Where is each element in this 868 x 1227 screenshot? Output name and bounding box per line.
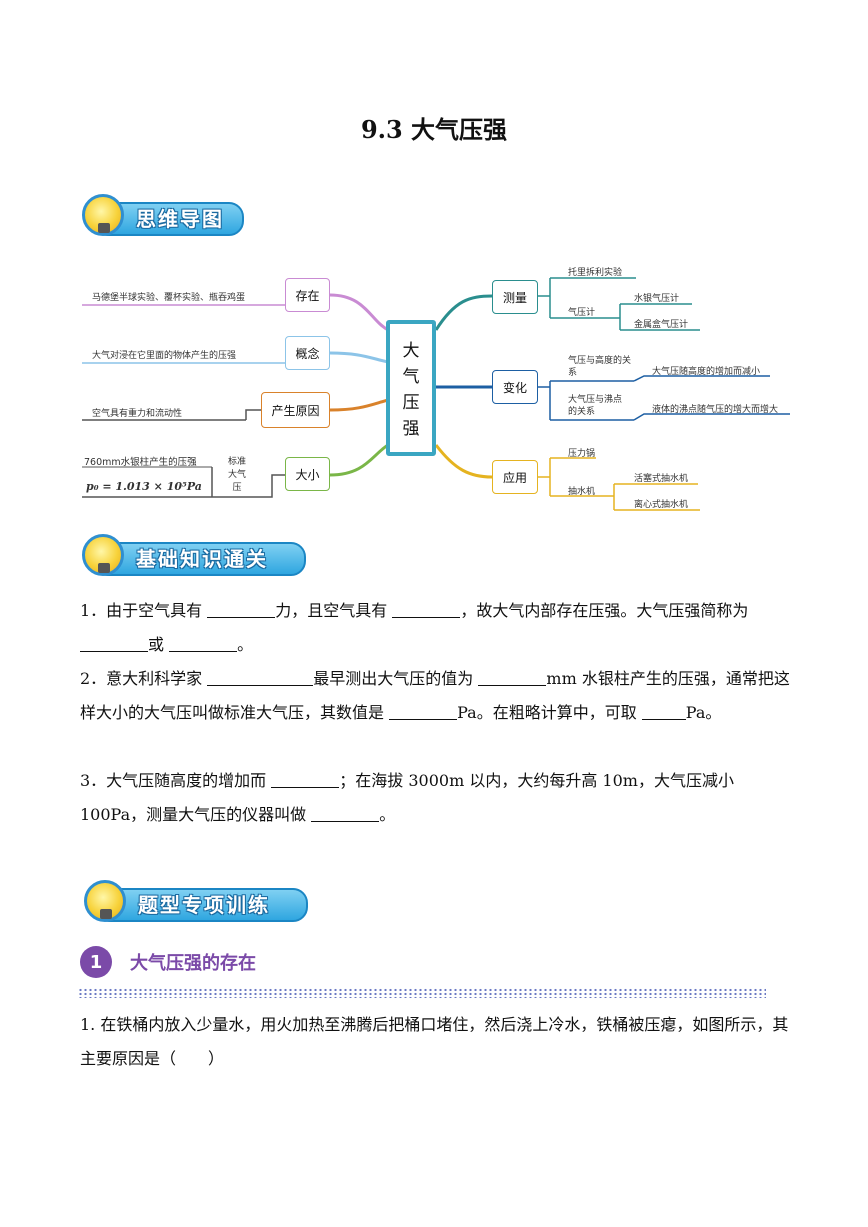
node-measurement: 测量: [492, 280, 538, 314]
lightbulb-icon: [84, 880, 126, 922]
node-measurement-child-1: 托里拆利实验: [568, 268, 623, 278]
lightbulb-icon: [82, 194, 124, 236]
node-magnitude-side-label: 标准 大气 压: [228, 457, 247, 493]
node-cause: 产生原因: [261, 392, 330, 428]
node-application-child-2: 抽水机: [568, 487, 596, 497]
node-application: 应用: [492, 460, 538, 494]
node-cause-detail: 空气具有重力和流动性: [92, 409, 183, 419]
question-1: 1．由于空气具有 力，且空气具有 ，故大气内部存在压强。大气压强简称为 或 。: [80, 594, 790, 662]
answer-blank[interactable]: [271, 767, 340, 788]
section-badge-training: 题型专项训练: [84, 880, 308, 926]
node-magnitude-formula: p₀ = 1.013 × 10⁵Pa: [86, 480, 202, 493]
answer-blank[interactable]: [641, 699, 686, 720]
node-magnitude: 大小: [285, 457, 330, 491]
question-2: 2．意大利科学家 最早测出大气压的值为 mm 水银柱产生的压强，通常把这样大小的…: [80, 662, 790, 730]
node-change-leaf-2: 液体的沸点随气压的增大而增大: [652, 405, 779, 415]
section-title: 基础知识通关: [136, 547, 268, 571]
page-title: 9.3 大气压强: [360, 115, 508, 144]
node-change-child-1: 气压与高度的关系: [568, 356, 632, 378]
dotted-divider: [78, 988, 766, 998]
node-change-child-2: 大气压与沸点的关系: [568, 395, 623, 417]
section-badge-mindmap: 思维导图: [82, 194, 244, 240]
node-existence-detail: 马德堡半球实验、覆杯实验、瓶吞鸡蛋: [92, 293, 246, 303]
answer-blank[interactable]: [80, 631, 148, 652]
node-application-child-1: 压力锅: [568, 449, 596, 459]
mind-map-connectors: [82, 277, 790, 511]
node-application-leaf-2: 离心式抽水机: [634, 500, 689, 510]
lightbulb-icon: [82, 534, 124, 576]
node-measurement-child-2: 气压计: [568, 308, 596, 318]
node-measurement-leaf-1: 水银气压计: [634, 294, 680, 304]
problem-1: 1. 在铁桶内放入少量水，用火加热至沸腾后把桶口堵住，然后浇上冷水，铁桶被压瘪，…: [80, 1015, 789, 1068]
node-change: 变化: [492, 370, 538, 404]
answer-blank[interactable]: [478, 665, 547, 686]
answer-blank[interactable]: [389, 699, 458, 720]
subsection-number: 1: [80, 946, 112, 978]
answer-blank[interactable]: [207, 665, 314, 686]
answer-blank[interactable]: [207, 597, 276, 618]
question-3: 3．大气压随高度的增加而 ；在海拔 3000m 以内，大约每升高 10m，大气压…: [80, 764, 790, 832]
subsection-title: 大气压强的存在: [130, 953, 256, 974]
section-badge-basics: 基础知识通关: [82, 534, 306, 580]
node-concept-detail: 大气对浸在它里面的物体产生的压强: [92, 351, 237, 361]
node-measurement-leaf-2: 金属盒气压计: [634, 320, 689, 330]
node-magnitude-detail: 760mm水银柱产生的压强: [84, 457, 197, 468]
node-change-leaf-1: 大气压随高度的增加而减小: [652, 367, 761, 377]
node-application-leaf-1: 活塞式抽水机: [634, 474, 689, 484]
answer-blank[interactable]: [311, 801, 380, 822]
node-concept: 概念: [285, 336, 330, 370]
answer-blank[interactable]: [169, 631, 238, 652]
section-title: 题型专项训练: [138, 893, 270, 917]
node-existence: 存在: [285, 278, 330, 312]
mind-map-center: 大 气 压 强: [386, 320, 436, 456]
section-title: 思维导图: [136, 207, 224, 231]
answer-blank[interactable]: [392, 597, 461, 618]
